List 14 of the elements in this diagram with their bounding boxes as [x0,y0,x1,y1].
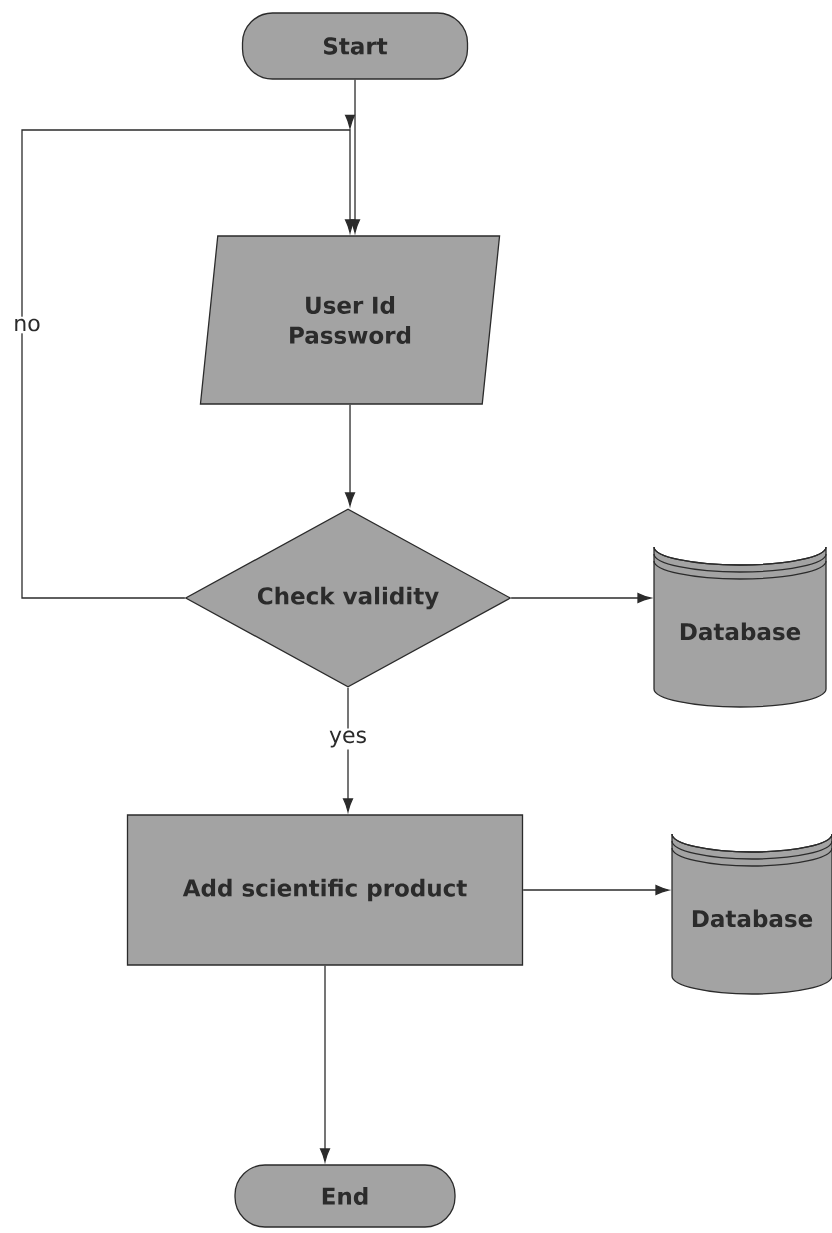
arrow [522,884,670,896]
terminal-box: Start [241,12,469,80]
arrow [319,965,331,1163]
arrow [21,114,356,599]
process-box: Add scientific product [126,814,524,966]
database-cylinder: Database [671,833,832,995]
terminal-box: End [234,1164,456,1228]
edge-label: no [11,316,43,334]
edge-label: yes [327,728,369,750]
arrow [344,404,356,507]
database-cylinder: Database [653,546,827,708]
arrow [342,687,354,813]
arrow [510,592,652,604]
input-parallelogram: User Id Password [199,235,501,405]
